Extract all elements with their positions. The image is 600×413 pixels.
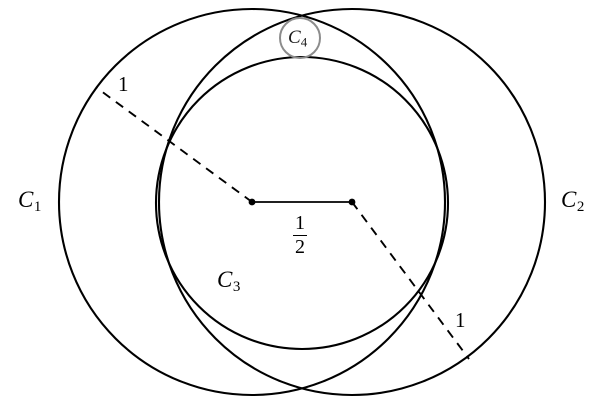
label-c1-subscript: 1 [33,199,42,216]
radius-length-label-upper-left: 1 [118,72,129,96]
fraction-numerator: 1 [295,212,305,234]
label-c3-subscript: 3 [232,279,241,296]
circle-c2 [157,7,547,397]
center-point-c1 [248,198,256,206]
label-c2-subscript: 2 [576,199,585,216]
label-c2: C2 [561,188,584,215]
radius-length-label-lower-right: 1 [455,308,466,332]
label-c1-letter: C [18,187,34,212]
fraction-bar [293,234,307,237]
dashed-radius-c1 [96,87,253,203]
label-c3-letter: C [217,267,233,292]
label-c4: C4 [288,28,307,49]
circle-c1 [57,7,447,397]
label-c4-letter: C [288,27,301,48]
label-c3: C3 [217,268,240,295]
center-point-c2 [348,198,356,206]
half-distance-label: 1 2 [293,213,307,258]
label-c4-subscript: 4 [300,34,308,50]
label-c2-letter: C [561,187,577,212]
fraction-denominator: 2 [295,236,305,259]
label-c1: C1 [18,188,41,215]
circle-c3 [154,55,450,351]
dashed-radius-c2 [351,201,470,360]
circle-c4 [279,17,321,59]
